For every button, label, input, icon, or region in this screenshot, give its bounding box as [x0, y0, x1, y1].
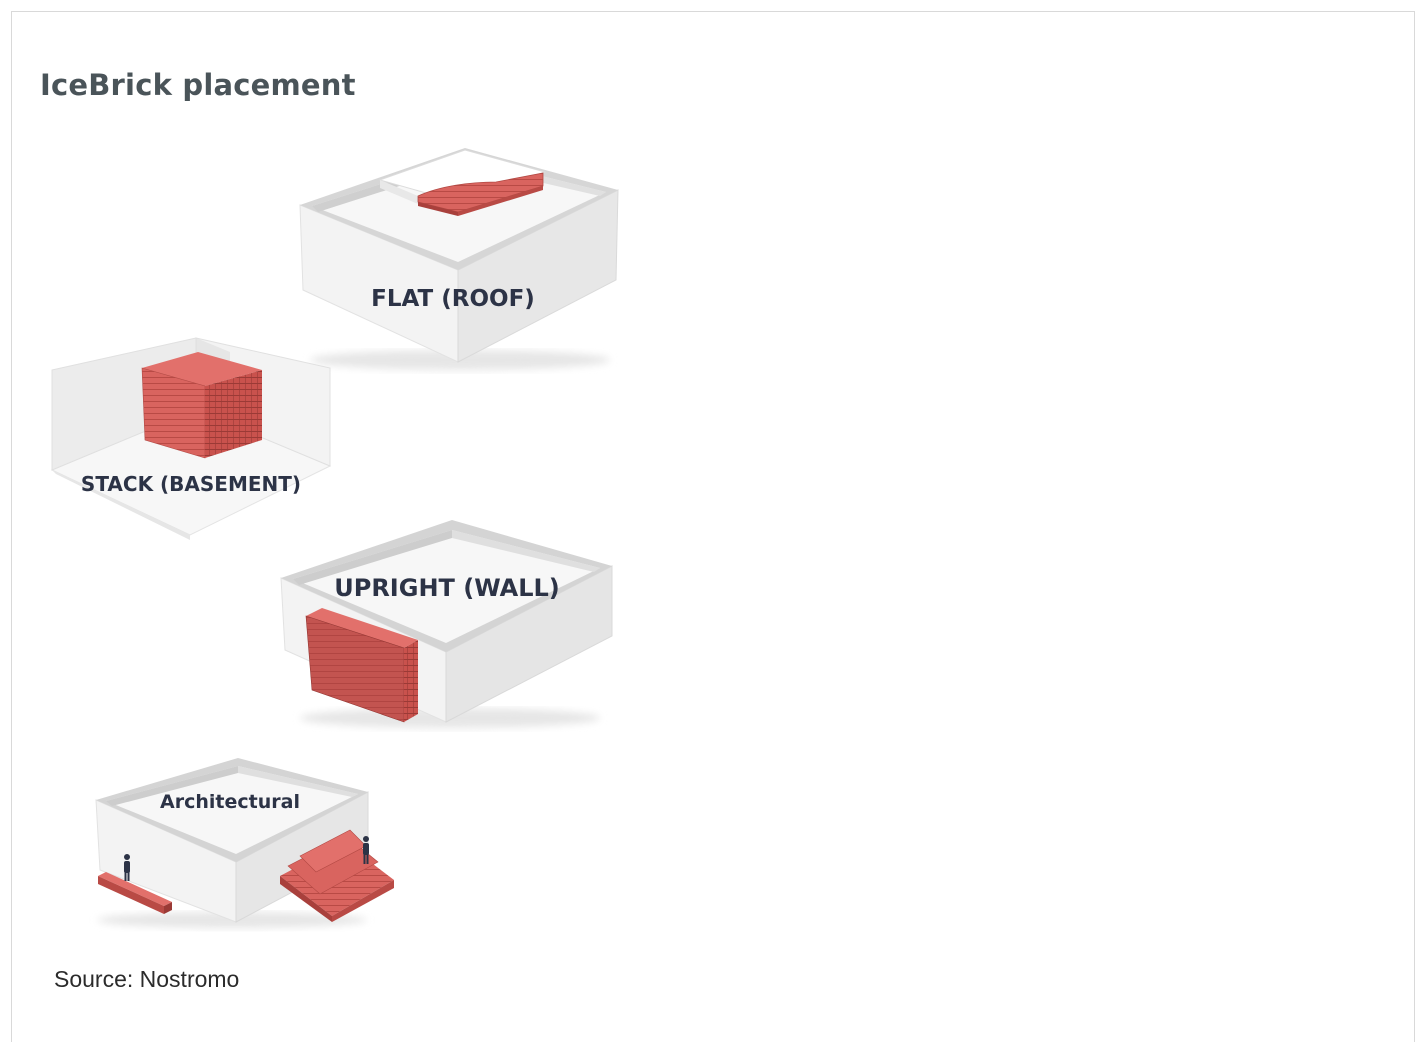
upright-wall-illustration: UPRIGHT (WALL) — [280, 520, 613, 728]
label-upright-wall: UPRIGHT (WALL) — [334, 574, 560, 602]
label-stack-basement: STACK (BASEMENT) — [81, 472, 301, 496]
label-architectural: Architectural — [160, 791, 300, 813]
page-title: IceBrick placement — [40, 68, 356, 102]
flat-roof-illustration: FLAT (ROOF) — [299, 148, 619, 370]
architectural-brick-bench — [98, 872, 172, 914]
label-flat-roof: FLAT (ROOF) — [371, 286, 535, 312]
upright-brick-slab — [305, 608, 418, 723]
architectural-illustration: Architectural — [95, 758, 394, 928]
flat-brick-slab — [417, 172, 544, 216]
person-figure-left — [124, 854, 130, 881]
person-figure-right — [363, 836, 369, 864]
source-caption: Source: Nostromo — [54, 966, 240, 992]
stack-basement-illustration: STACK (BASEMENT) — [50, 337, 332, 540]
stack-brick-cube — [141, 352, 262, 459]
